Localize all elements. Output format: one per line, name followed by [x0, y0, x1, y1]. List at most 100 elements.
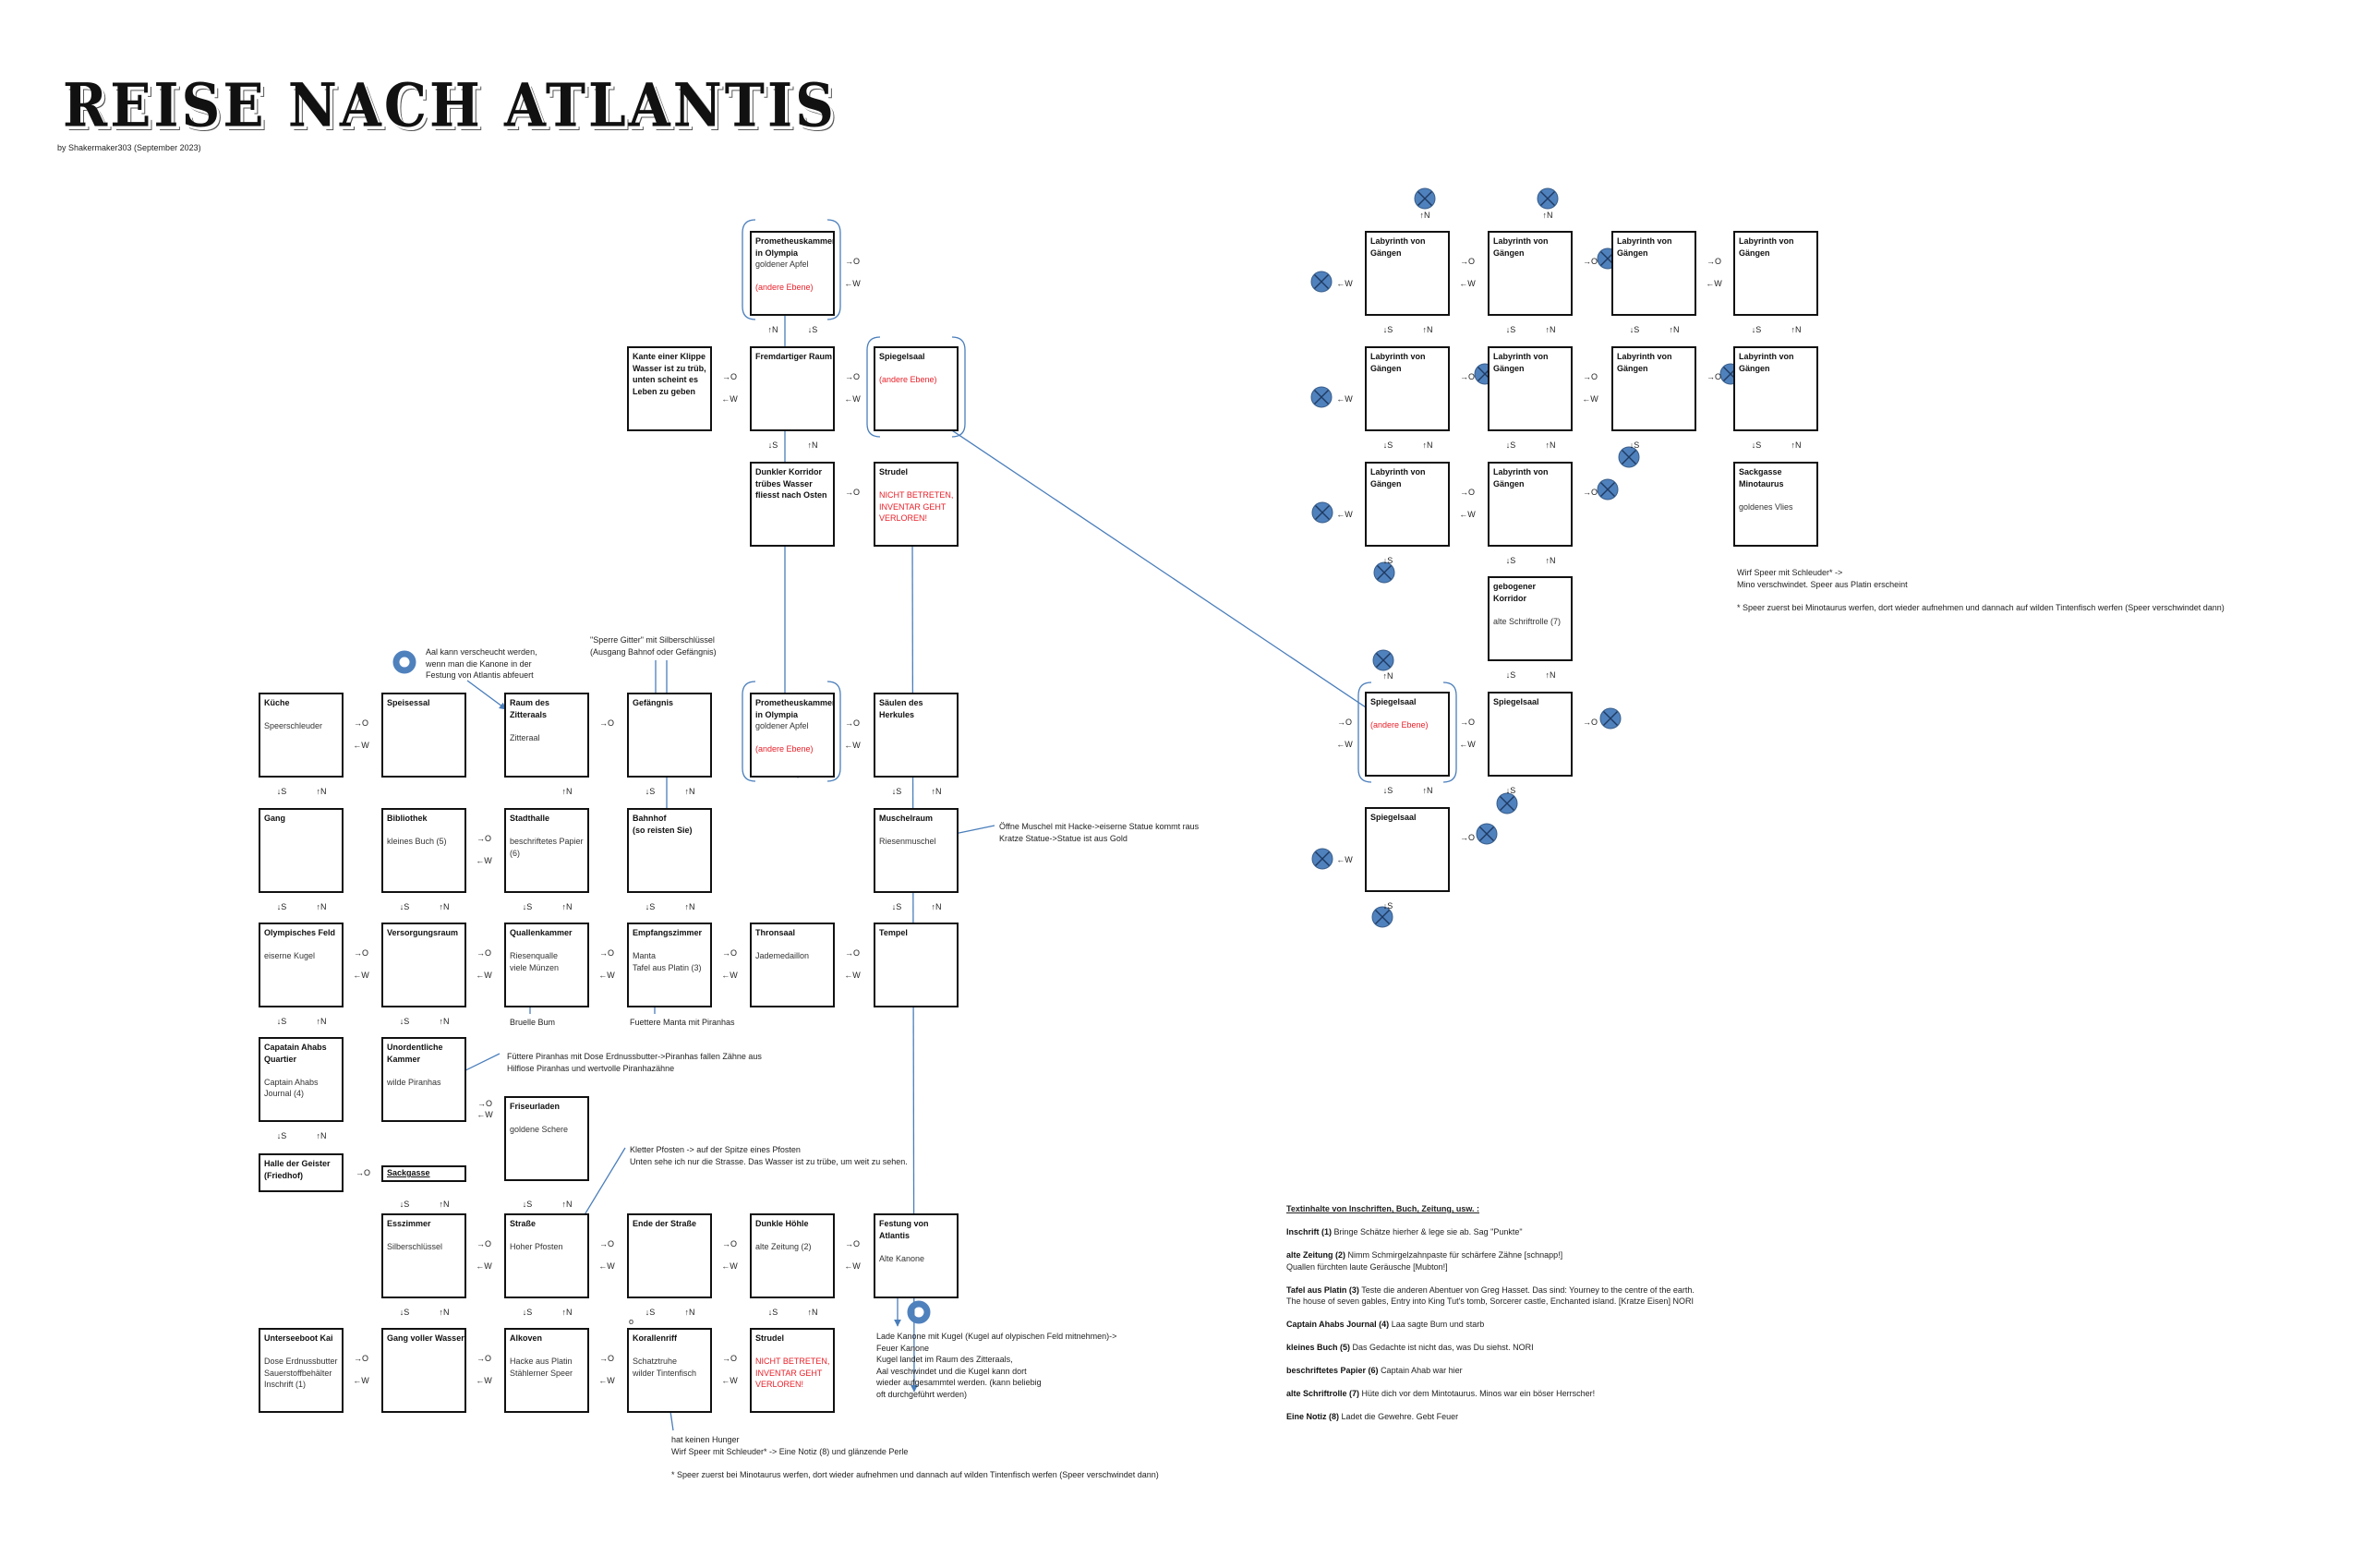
blocked-x-icon: [1618, 446, 1640, 468]
room-title: Labyrinth von Gängen: [1739, 236, 1794, 258]
note-minotaurus: Wirf Speer mit Schleuder* ->Mino verschw…: [1737, 567, 2225, 613]
room-dunkler-korridor-trübes-wasser-fliesst-nach-osten: Dunkler Korridor trübes Wasser fliesst n…: [750, 462, 835, 547]
room-title: Ende der Straße: [633, 1219, 697, 1228]
blocked-x-icon-cross: [1417, 191, 1432, 206]
room-labyrinth-von-gängen: Labyrinth von Gängen: [1733, 346, 1818, 431]
room-title: Strudel: [879, 467, 909, 476]
direction-west: ←W: [1582, 394, 1598, 404]
blocked-x-icon-cross: [1375, 910, 1390, 924]
direction-east: →O: [721, 1354, 738, 1363]
direction-east: →O: [1336, 718, 1353, 727]
note-line: Aal kann verscheucht werden,: [426, 647, 537, 657]
room-title: Versorgungsraum: [387, 928, 459, 937]
direction-north: ↑N: [439, 902, 450, 911]
legend-text: Ladet die Gewehre. Gebt Feuer: [1341, 1412, 1459, 1421]
room-halle-der-geister-friedhof: Halle der Geister (Friedhof): [259, 1153, 344, 1192]
legend-line: Tafel aus Platin (3) Teste die anderen A…: [1286, 1285, 1695, 1297]
legend-line: The house of seven gables, Entry into Ki…: [1286, 1296, 1695, 1308]
direction-north: ↑N: [931, 902, 942, 911]
room-title: Säulen des Herkules: [879, 698, 923, 719]
direction-north: ↑N: [316, 787, 327, 796]
blocked-x-icon-cross: [1315, 851, 1330, 866]
room-title: Empfangszimmer: [633, 928, 703, 937]
room-title: Dunkler Korridor trübes Wasser fliesst n…: [755, 467, 827, 500]
direction-east: →O: [844, 372, 861, 381]
blocked-x-icon: [1496, 792, 1518, 814]
note-line: "Sperre Gitter" mit Silberschlüssel: [590, 635, 715, 645]
room-item: alte Zeitung (2): [755, 1242, 812, 1251]
room-warning: (andere Ebene): [755, 743, 814, 754]
room-title: Labyrinth von Gängen: [1493, 236, 1549, 258]
direction-south: ↓S: [1382, 556, 1393, 565]
room-items: goldener Apfel: [755, 259, 833, 271]
legend-line: Captain Ahabs Journal (4) Laa sagte Bum …: [1286, 1319, 1695, 1331]
room-item: Journal (4): [264, 1089, 305, 1098]
room-item: eiserne Kugel: [264, 951, 316, 960]
room-warning: (andere Ebene): [755, 282, 814, 292]
room-item: Speerschleuder: [264, 721, 323, 730]
room-item: Riesenqualle: [510, 951, 559, 960]
direction-east: →O: [1459, 372, 1476, 381]
blocked-x-icon: [1597, 478, 1619, 501]
direction-west: ←W: [1336, 279, 1353, 288]
room-title: Labyrinth von Gängen: [1370, 352, 1426, 373]
room-title: Strudel: [755, 1333, 785, 1343]
room-item: Captain Ahabs: [264, 1077, 319, 1087]
direction-south: ↓S: [1382, 325, 1393, 334]
direction-north: ↑N: [439, 1308, 450, 1317]
direction-east: →O: [476, 1354, 492, 1363]
room-item: beschriftetes Papier (6): [510, 837, 584, 858]
room-fremdartiger-raum: Fremdartiger Raum: [750, 346, 835, 431]
room-title: Tempel: [879, 928, 908, 937]
room-spiegelsaal: Spiegelsaal (andere Ebene): [1365, 692, 1450, 777]
direction-east: →O: [598, 1354, 615, 1363]
room-title: Quallenkammer: [510, 928, 573, 937]
direction-south: ↓S: [399, 1017, 410, 1026]
note-line: * Speer zuerst bei Minotaurus werfen, do…: [1737, 602, 2225, 612]
blocked-x-icon: [1599, 707, 1622, 730]
room-items: beschriftetes Papier (6): [510, 836, 587, 859]
legend-text: Quallen fürchten laute Geräusche [Mubton…: [1286, 1261, 1448, 1272]
room-gang-voller-wasser: Gang voller Wasser: [381, 1328, 466, 1413]
room-title: Fremdartiger Raum: [755, 352, 833, 361]
note-line: wenn man die Kanone in der: [426, 658, 532, 669]
room-warning: (andere Ebene): [879, 375, 937, 384]
note-line: Öffne Muschel mit Hacke->eiserne Statue …: [999, 822, 1200, 831]
note-muschel: Öffne Muschel mit Hacke->eiserne Statue …: [999, 821, 1199, 844]
direction-south: ↓S: [1629, 325, 1640, 334]
room-title: Sackgasse: [387, 1168, 430, 1177]
direction-east: →O: [844, 718, 861, 728]
direction-east: →O: [1459, 718, 1476, 727]
blocked-x-icon-cross: [1603, 711, 1618, 726]
room-items: Silberschlüssel: [387, 1241, 464, 1253]
legend-label: Tafel aus Platin (3): [1286, 1285, 1359, 1295]
room-labyrinth-von-gängen: Labyrinth von Gängen: [1733, 231, 1818, 316]
direction-east: →O: [353, 718, 369, 728]
direction-north: ↑N: [316, 1131, 327, 1140]
direction-south: ↓S: [767, 1308, 778, 1317]
direction-east: →O: [1706, 372, 1722, 381]
room-sackgasse: Sackgasse: [381, 1165, 466, 1182]
spiegelsaal-link-line: [904, 398, 1375, 714]
direction-east: →O: [598, 718, 615, 728]
room-warning: NICHT BETRETEN, INVENTAR GEHT VERLOREN!: [755, 1357, 830, 1389]
direction-north: ↑N: [931, 787, 942, 796]
room-items: goldene Schere: [510, 1124, 587, 1136]
note-line: Unten sehe ich nur die Strasse. Das Wass…: [630, 1156, 908, 1166]
room-title: Spiegelsaal: [1370, 697, 1417, 706]
direction-south: ↓S: [1505, 556, 1516, 565]
direction-west: ←W: [1459, 510, 1476, 519]
direction-north: ↑N: [1382, 671, 1393, 681]
blocked-x-icon: [1414, 187, 1436, 210]
room-warning: (andere Ebene): [1370, 720, 1429, 730]
room-title: Capatain Ahabs Quartier: [264, 1043, 327, 1064]
room-title: Korallenriff: [633, 1333, 678, 1343]
direction-east: →O: [1582, 372, 1598, 381]
room-title: Spiegelsaal: [1493, 697, 1539, 706]
text-contents-legend: Textinhalte von Inschriften, Buch, Zeitu…: [1286, 1203, 1695, 1434]
direction-west: ←W: [844, 741, 861, 750]
